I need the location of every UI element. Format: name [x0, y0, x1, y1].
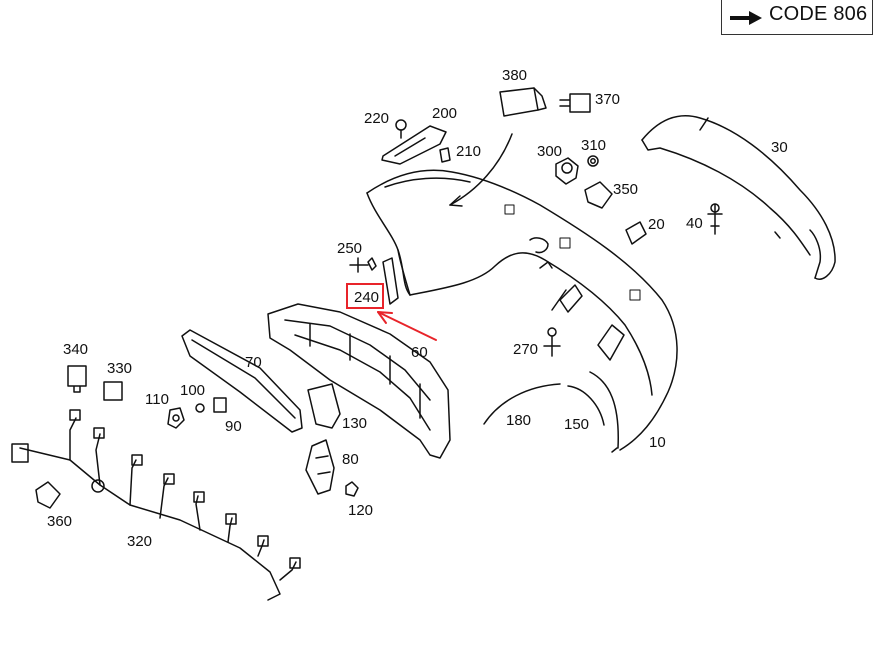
label-part-330: 330	[107, 360, 133, 377]
holder-part-350	[584, 181, 613, 209]
label-part-220: 220	[364, 110, 390, 127]
screw-part-270	[543, 327, 561, 357]
label-part-10: 10	[649, 434, 666, 451]
label-part-100: 100	[180, 382, 206, 399]
label-part-60: 60	[411, 344, 428, 361]
label-part-200: 200	[432, 105, 458, 122]
module-part-380	[499, 87, 547, 117]
code-806-box: CODE 806	[721, 0, 873, 35]
bracket-part-360	[35, 481, 61, 509]
bolt-part-250	[349, 257, 377, 273]
nut-part-110	[167, 407, 185, 429]
label-part-370: 370	[595, 91, 621, 108]
right-arrow-icon	[730, 11, 762, 25]
sensor-part-300	[555, 157, 579, 185]
flow-arrow	[449, 133, 513, 206]
label-part-380: 380	[502, 67, 528, 84]
highlight-arrow	[377, 311, 437, 341]
trim-part-180	[483, 383, 561, 425]
label-part-110: 110	[145, 391, 169, 408]
label-part-120: 120	[348, 502, 374, 519]
washer-part-100	[195, 403, 205, 413]
screw-part-220	[395, 119, 407, 139]
label-part-70: 70	[245, 354, 262, 371]
flow-arrowhead	[449, 195, 463, 207]
clip-part-40	[707, 203, 723, 235]
bracket-part-130	[307, 383, 341, 429]
label-part-250: 250	[337, 240, 363, 257]
label-part-150: 150	[564, 416, 590, 433]
label-part-130: 130	[342, 415, 368, 432]
label-part-180: 180	[506, 412, 532, 429]
label-part-320: 320	[127, 533, 153, 550]
connector-part-370	[559, 93, 591, 113]
label-part-340: 340	[63, 341, 89, 358]
absorber-part-60	[267, 303, 451, 459]
code-label: CODE 806	[769, 3, 868, 25]
label-part-90: 90	[225, 418, 242, 435]
label-part-310: 310	[581, 137, 607, 154]
label-part-350: 350	[613, 181, 639, 198]
cap-part-20	[625, 221, 647, 245]
label-part-300: 300	[537, 143, 563, 160]
bumper-cover-part-10	[366, 169, 678, 453]
label-part-210: 210	[456, 143, 482, 160]
bracket-part-210	[439, 147, 451, 163]
label-part-40: 40	[686, 215, 703, 232]
part-240-highlight-box: 240	[346, 283, 384, 309]
part-240-label: 240	[354, 289, 380, 306]
holder-part-330	[103, 381, 123, 401]
label-part-30: 30	[771, 139, 788, 156]
trim-part-150	[567, 385, 605, 426]
wiring-harness-part-320	[11, 409, 301, 601]
holder-part-340	[67, 365, 87, 393]
label-part-20: 20	[648, 216, 665, 233]
bracket-part-200	[381, 125, 447, 165]
clip-part-90	[213, 397, 227, 413]
bracket-part-240	[382, 257, 399, 305]
beam-part-70	[181, 329, 303, 433]
ring-part-310	[587, 155, 599, 167]
label-part-80: 80	[342, 451, 359, 468]
nut-part-120	[345, 481, 359, 497]
label-part-360: 360	[47, 513, 73, 530]
mount-part-80	[305, 439, 335, 495]
diffuser-part-30	[641, 115, 836, 280]
label-part-270: 270	[513, 341, 539, 358]
